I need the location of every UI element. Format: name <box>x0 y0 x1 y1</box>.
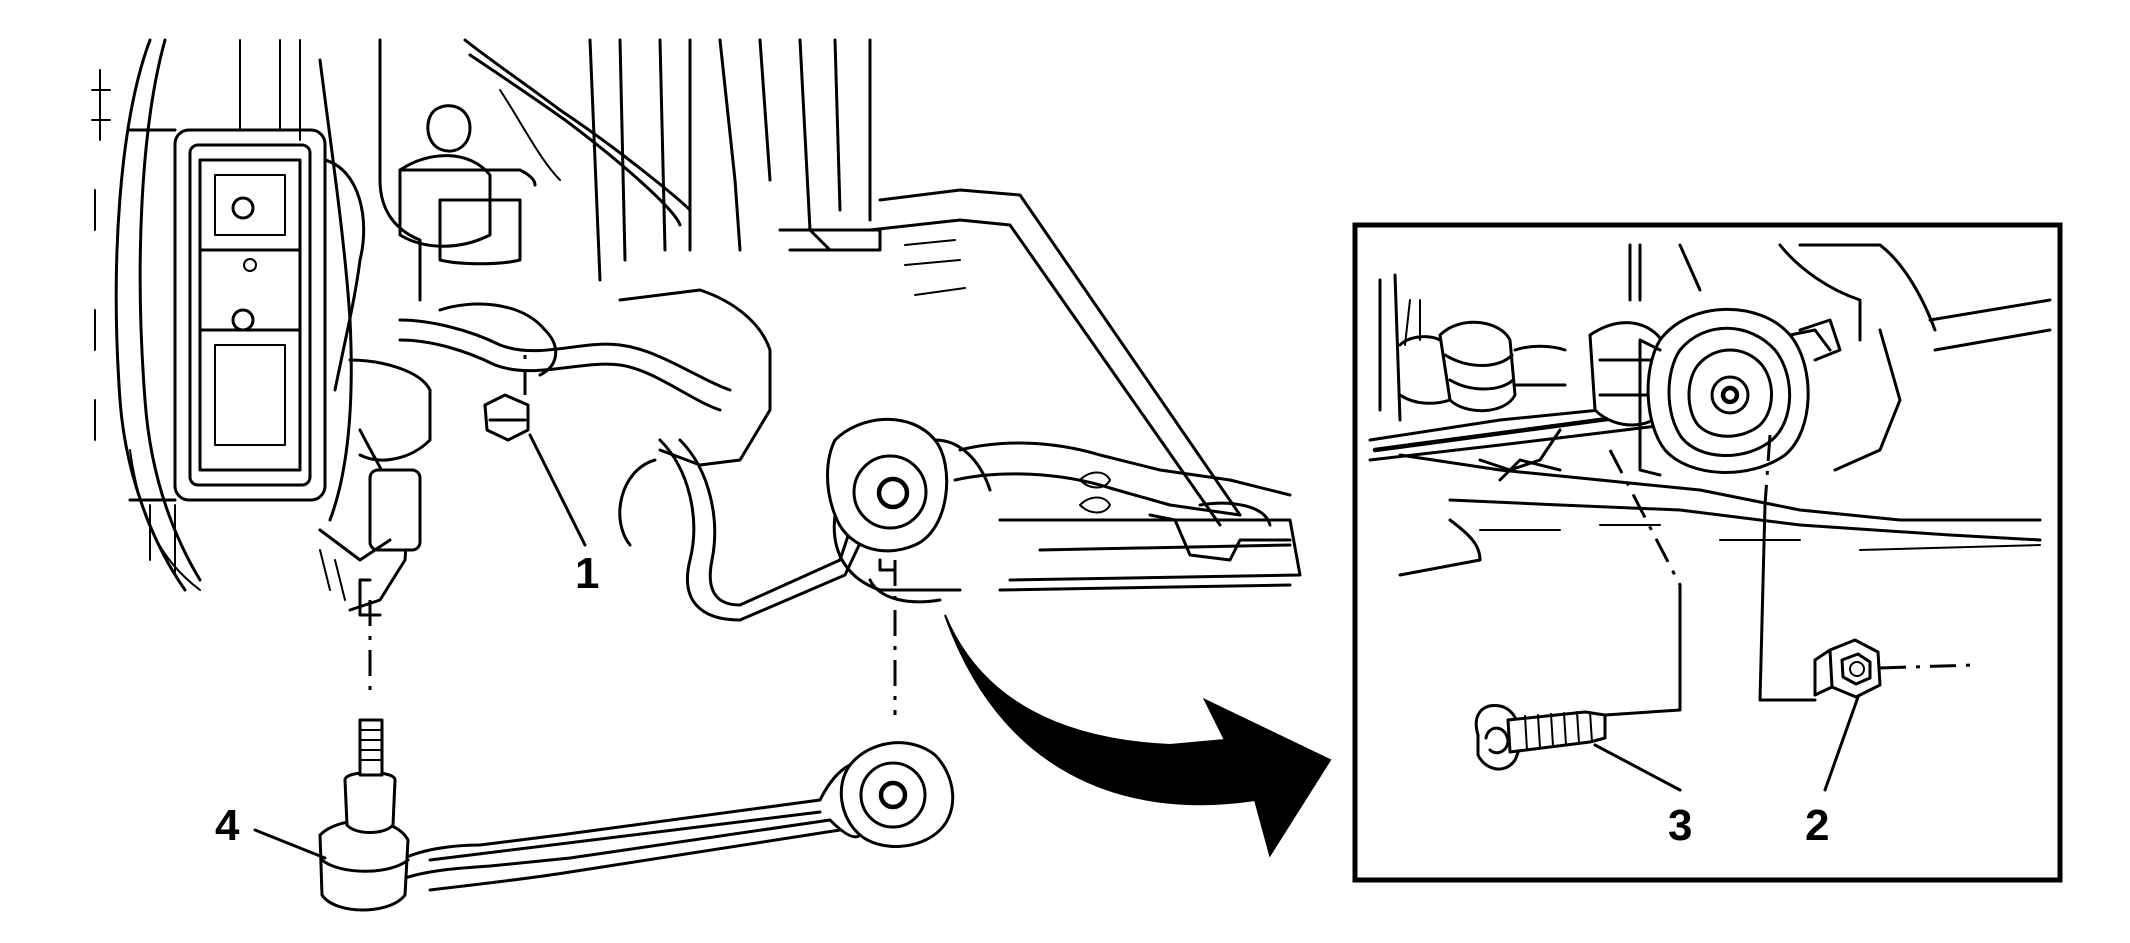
steering-knuckle <box>318 38 537 612</box>
frame-bushing-mount <box>826 417 992 604</box>
detail-stabilizer-link <box>1398 299 1567 413</box>
nut-2-axis-line <box>1763 434 1772 506</box>
brake-hose <box>438 38 692 377</box>
nut-2 <box>1813 638 1882 699</box>
nut-2-leader-bracket <box>1758 503 1817 702</box>
stabilizer-bar <box>398 318 890 622</box>
callout-4-leader <box>253 828 327 860</box>
bolt-3-leader-bracket <box>1603 583 1682 717</box>
detail-control-arm <box>1368 321 1667 472</box>
lower-control-arm <box>318 718 955 912</box>
frame-crossmember <box>588 38 1302 592</box>
nut-2-alignment-line <box>1879 663 1976 670</box>
detail-rear-bushing <box>1638 307 1842 477</box>
bolt-3-alignment-line <box>1608 449 1682 586</box>
main-view: 1 4 <box>91 38 1332 912</box>
callout-1-leader <box>528 433 587 547</box>
callout-3-leader <box>1593 743 1682 792</box>
callout-3: 3 <box>1668 801 1692 850</box>
bolt-3 <box>1474 704 1607 771</box>
callout-1: 1 <box>575 549 599 598</box>
callout-4: 4 <box>215 801 240 850</box>
detail-view-arrow <box>944 614 1332 858</box>
detail-inset: 3 2 <box>1352 222 2063 883</box>
ball-joint-leader-bracket <box>358 578 382 617</box>
callout-2: 2 <box>1805 801 1829 850</box>
nut-1-location <box>483 350 530 442</box>
callout-2-leader <box>1823 695 1860 792</box>
bushing-leader-bracket <box>878 558 897 572</box>
brake-caliper-assembly <box>91 38 366 592</box>
